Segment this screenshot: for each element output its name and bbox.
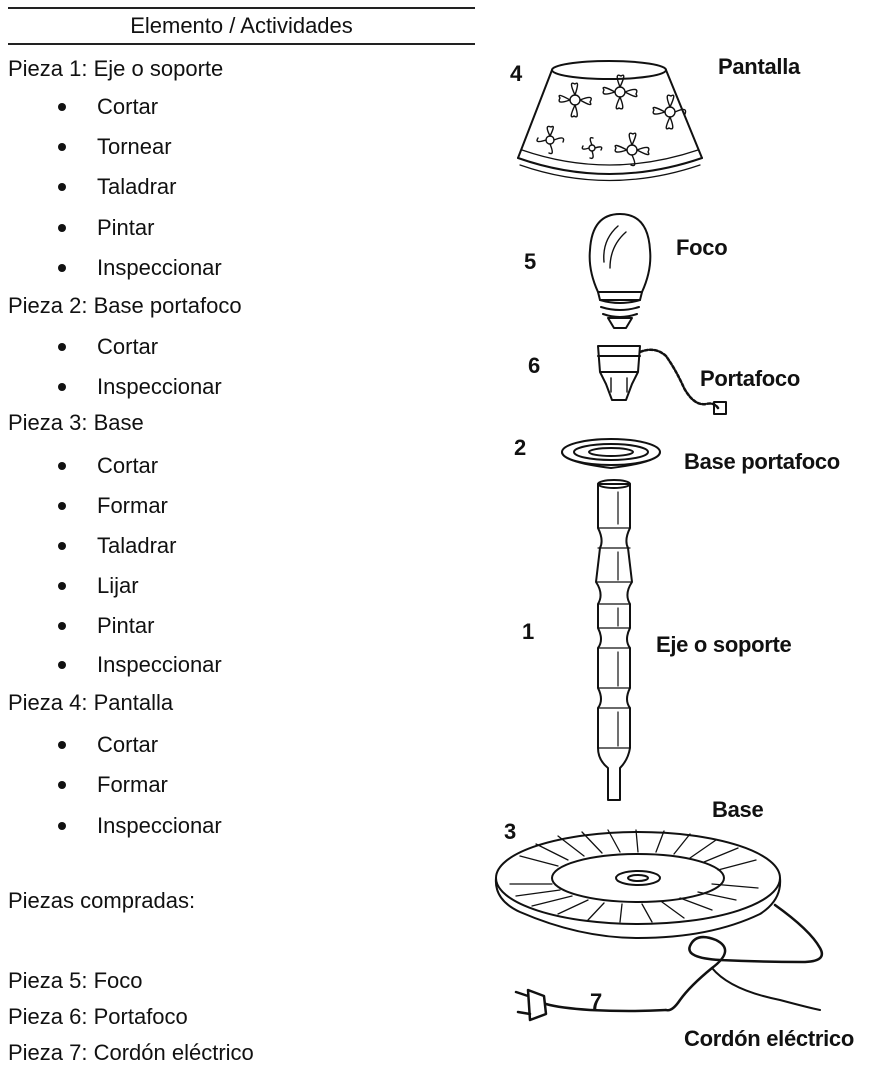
activity-item: Cortar [97, 453, 158, 479]
part-number-5: 5 [524, 250, 536, 274]
bullet [58, 383, 66, 391]
socket-base-drawing [562, 439, 660, 468]
table-header-text: Elemento / Actividades [130, 13, 353, 39]
part-number-6: 6 [528, 354, 540, 378]
part-label-portafoco: Portafoco [700, 367, 800, 391]
bullet [58, 224, 66, 232]
activity-item: Inspeccionar [97, 652, 222, 678]
activity-item: Cortar [97, 732, 158, 758]
table-header: Elemento / Actividades [8, 7, 475, 45]
lampshade-drawing [518, 61, 702, 181]
bullet [58, 661, 66, 669]
part-label-foco: Foco [676, 236, 727, 260]
bullet [58, 183, 66, 191]
part-number-1: 1 [522, 620, 534, 644]
piece-1-title: Pieza 1: Eje o soporte [8, 56, 223, 82]
purchased-title: Piezas compradas: [8, 888, 195, 914]
activities-table: Elemento / Actividades Pieza 1: Eje o so… [0, 0, 475, 1068]
activity-item: Cortar [97, 94, 158, 120]
piece-2-title: Pieza 2: Base portafoco [8, 293, 242, 319]
shaft-drawing [596, 480, 632, 800]
bullet [58, 582, 66, 590]
bullet [58, 781, 66, 789]
activity-item: Cortar [97, 334, 158, 360]
activity-item: Inspeccionar [97, 374, 222, 400]
lamp-base-drawing [496, 830, 780, 938]
bullet [58, 542, 66, 550]
bullet [58, 462, 66, 470]
bullet [58, 143, 66, 151]
bullet [58, 343, 66, 351]
part-label-cordon-electrico: Cordón eléctrico [684, 1027, 854, 1051]
lamp-drawing [480, 0, 874, 1068]
activity-item: Pintar [97, 215, 154, 241]
piece-4-title: Pieza 4: Pantalla [8, 690, 173, 716]
piece-3-title: Pieza 3: Base [8, 410, 144, 436]
part-label-base: Base [712, 798, 763, 822]
activity-item: Inspeccionar [97, 813, 222, 839]
part-number-7: 7 [590, 990, 602, 1014]
bulb-drawing [590, 214, 651, 328]
lamp-exploded-diagram: 4 Pantalla 5 Foco 6 Portafoco 2 Base por… [480, 0, 874, 1068]
activity-item: Lijar [97, 573, 139, 599]
purchased-item: Pieza 5: Foco [8, 968, 143, 994]
activity-item: Inspeccionar [97, 255, 222, 281]
activity-item: Tornear [97, 134, 172, 160]
purchased-item: Pieza 6: Portafoco [8, 1004, 188, 1030]
activity-item: Taladrar [97, 533, 176, 559]
bullet [58, 264, 66, 272]
part-label-base-portafoco: Base portafoco [684, 450, 840, 474]
activity-item: Formar [97, 772, 168, 798]
bullet [58, 741, 66, 749]
bullet [58, 103, 66, 111]
part-number-3: 3 [504, 820, 516, 844]
activity-item: Pintar [97, 613, 154, 639]
part-number-4: 4 [510, 62, 522, 86]
bullet [58, 822, 66, 830]
purchased-item: Pieza 7: Cordón eléctrico [8, 1040, 254, 1066]
part-number-2: 2 [514, 436, 526, 460]
part-label-eje-o-soporte: Eje o soporte [656, 633, 791, 657]
bullet [58, 502, 66, 510]
activity-item: Formar [97, 493, 168, 519]
part-label-pantalla: Pantalla [718, 55, 800, 79]
activity-item: Taladrar [97, 174, 176, 200]
bullet [58, 622, 66, 630]
